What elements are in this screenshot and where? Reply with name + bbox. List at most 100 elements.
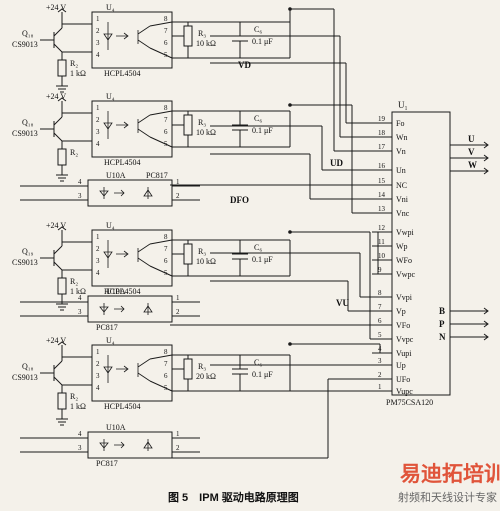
ipm-pin-name: VFo <box>396 321 410 330</box>
pulldown-ref: R₂ <box>70 392 78 401</box>
capacitor-value: 0.1 μF <box>252 126 273 135</box>
ipm-pin-name: Vp <box>396 307 406 316</box>
light-arrow-icon <box>116 365 129 373</box>
pc817-led-icon <box>99 303 109 315</box>
ipm-pin-name: Up <box>396 361 406 370</box>
ipm-pin-name: Vwpc <box>396 270 416 279</box>
pc817-part: PC817 <box>96 323 118 332</box>
opto-resistor-ref: R₃ <box>198 362 206 371</box>
net-label-vd: VD <box>238 60 251 70</box>
optocoupler-part: HCPL4504 <box>104 287 140 296</box>
supply-arrow-icon <box>57 8 67 13</box>
figure-caption: 图 5 IPM 驱动电路原理图 <box>168 490 299 504</box>
transistor-ref: Q₁₈ <box>22 118 34 127</box>
pc817-part: PC817 <box>146 171 168 180</box>
ipm-pin-number: 15 <box>378 177 386 185</box>
pc817-light-arrow-icon <box>114 305 125 313</box>
ipm-pin-number: 3 <box>378 357 382 365</box>
opto-out-b <box>149 47 173 59</box>
pc817-pin: 1 <box>176 178 180 186</box>
transistor-part: CS9013 <box>12 258 38 267</box>
pc817-part: PC817 <box>96 459 118 468</box>
opto-left-pin: 3 <box>96 128 100 136</box>
opto-resistor-value: 20 kΩ <box>196 372 216 381</box>
hcpl4504-body <box>91 229 173 287</box>
supply-arrow-icon <box>57 226 67 231</box>
capacitor-value: 0.1 μF <box>252 370 273 379</box>
ipm-pin-name: Vni <box>396 195 409 204</box>
opto-left-pin: 3 <box>96 257 100 265</box>
pc817-body <box>87 179 173 207</box>
ipm-pin-number: 6 <box>378 317 382 325</box>
ipm-pin-name: Vvpc <box>396 335 414 344</box>
ipm-pin-number: 2 <box>378 371 382 379</box>
hcpl4504-body <box>91 11 173 69</box>
net-label-ud: UD <box>330 158 343 168</box>
transistor-collector <box>53 27 63 37</box>
ipm-pin-number: 17 <box>378 143 386 151</box>
out-n-label: N <box>439 332 446 342</box>
pc817-pin: 1 <box>176 430 180 438</box>
capacitor-value: 0.1 μF <box>252 37 273 46</box>
opto-resistor-ref: R₃ <box>198 118 206 127</box>
opto-out-a <box>149 110 173 116</box>
ground-icon <box>56 174 68 182</box>
opto-resistor-ref: R₃ <box>198 29 206 38</box>
opto-left-pin: 2 <box>96 116 100 124</box>
transistor-part: CS9013 <box>12 40 38 49</box>
ipm-pin-name: Vupi <box>396 349 412 358</box>
pc817-ref: U10A <box>106 287 126 296</box>
led-icon <box>103 240 113 268</box>
capacitor-value: 0.1 μF <box>252 255 273 264</box>
pc817-detector-icon <box>143 187 153 199</box>
pc817-detector-icon <box>143 439 153 451</box>
opto-out-a <box>149 21 173 27</box>
transistor-collector <box>53 360 63 370</box>
opto-right-pin: 7 <box>164 27 168 35</box>
opto-out-b <box>149 136 173 148</box>
capacitor-ref: C₆ <box>254 243 262 252</box>
opto-resistor <box>183 358 193 380</box>
light-arrow-icon <box>116 121 129 129</box>
phototransistor-icon <box>137 114 151 138</box>
ipm-pin-name: Vwpi <box>396 228 415 237</box>
opto-out-a <box>149 354 173 360</box>
transistor-ref: Q₁₈ <box>22 29 34 38</box>
ipm-pin-number: 8 <box>378 289 382 297</box>
pulldown-resistor <box>57 59 67 77</box>
opto-right-pin: 7 <box>164 116 168 124</box>
pc817-pin: 4 <box>78 430 82 438</box>
opto-right-pin: 7 <box>164 360 168 368</box>
opto-right-pin: 6 <box>164 39 168 47</box>
transistor-part: CS9013 <box>12 373 38 382</box>
opto-resistor <box>183 25 193 47</box>
out-p-label: P <box>439 319 445 329</box>
supply-arrow-icon <box>57 341 67 346</box>
led-icon <box>103 111 113 139</box>
ipm-pin-number: 11 <box>378 238 385 246</box>
ipm-part: PM75CSA120 <box>386 398 433 407</box>
optocoupler-ref: U₄ <box>106 336 115 345</box>
phototransistor-icon <box>137 358 151 382</box>
opto-left-pin: 4 <box>96 384 100 392</box>
ipm-ref: U₁ <box>398 100 408 110</box>
transistor-emitter <box>53 376 63 386</box>
supply-label: +24 V <box>46 92 66 101</box>
net-label-vu: VU <box>336 298 349 308</box>
ipm-pin-name: UFo <box>396 375 410 384</box>
pc817-pin: 3 <box>78 444 82 452</box>
pc817-light-arrow-icon <box>114 189 125 197</box>
ipm-pin-name: Vnc <box>396 209 410 218</box>
pulldown-value: 1 kΩ <box>70 69 86 78</box>
ipm-pin-name: Vn <box>396 147 406 156</box>
supply-label: +24 V <box>46 221 66 230</box>
ipm-pin-number: 7 <box>378 303 382 311</box>
ipm-pin-number: 19 <box>378 115 386 123</box>
transistor-part: CS9013 <box>12 129 38 138</box>
opto-right-pin: 6 <box>164 372 168 380</box>
